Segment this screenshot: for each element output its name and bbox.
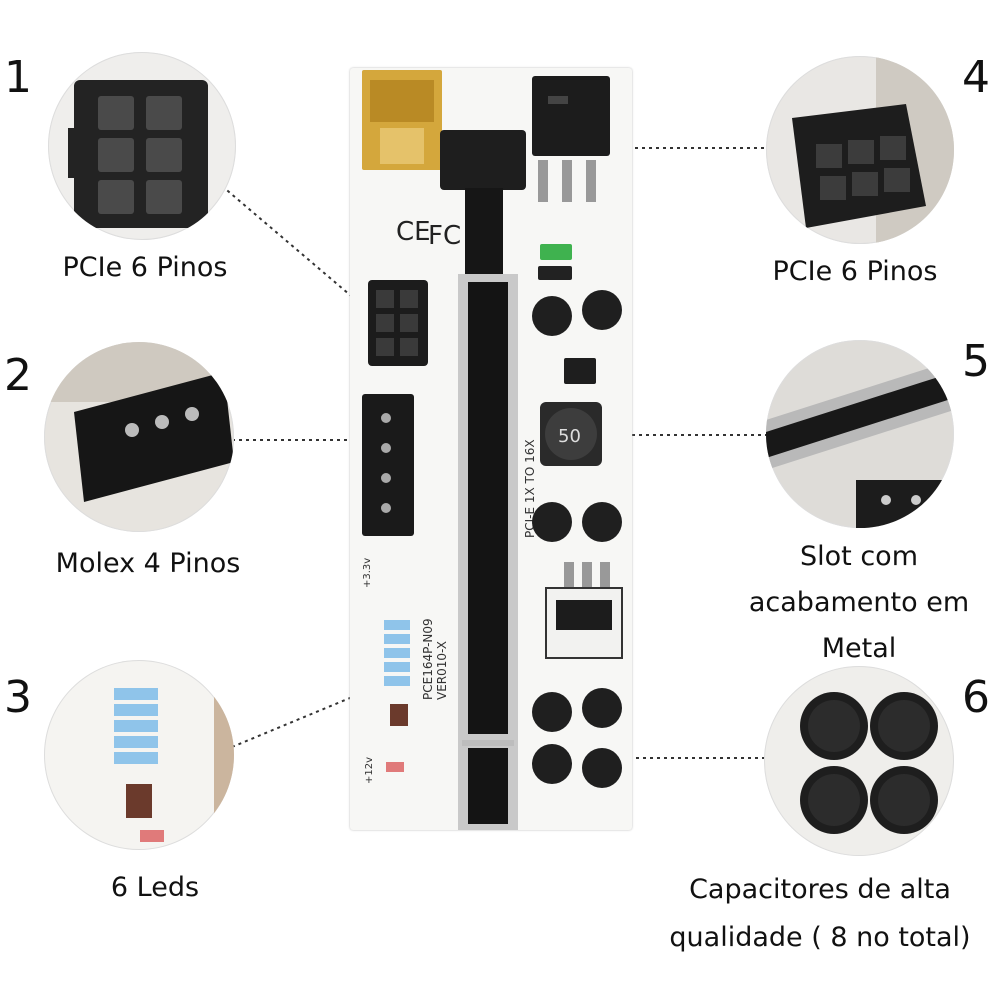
pcie-6pin-board-connector-icon (368, 280, 428, 366)
ce-mark: CE (396, 217, 431, 247)
feature-number-6: 6 (962, 672, 990, 723)
voltage-12-label: +12v (364, 757, 375, 784)
pcie-6pin-connector-photo-right (766, 56, 954, 244)
pcie-x16-slot-icon (458, 274, 518, 830)
feature-number-2: 2 (4, 350, 32, 401)
svg-text:50: 50 (558, 426, 581, 447)
voltage-33-label: +3.3v (362, 558, 373, 588)
pcie-6pin-connector-photo (48, 52, 236, 240)
led-array-icon (384, 620, 410, 686)
feature-label-2: Molex 4 Pinos (55, 548, 241, 579)
usb-port-icon (362, 70, 442, 170)
chip-u1-icon (545, 562, 623, 659)
feature-label-4: PCIe 6 Pinos (772, 256, 938, 287)
chip-u3-icon (390, 704, 408, 726)
capacitors-icon (532, 290, 622, 788)
riser-board: CE FC PCI-E 1X TO 16X (350, 68, 632, 830)
slot-label: PCI-E 1X TO 16X (523, 439, 537, 538)
feature-number-4: 4 (962, 52, 990, 103)
resistor-icon (538, 266, 572, 280)
feature-label-5-line-2: acabamento em (748, 587, 970, 618)
feature-label-1: PCIe 6 Pinos (62, 252, 228, 283)
feature-label-5: Slot com acabamento em Metal (718, 534, 1000, 672)
feature-label-6-line-2: qualidade ( 8 no total) (669, 922, 971, 953)
feature-number-1: 1 (4, 52, 32, 103)
feature-number-3: 3 (4, 672, 32, 723)
model-label-1: PCE164P-N09 (421, 618, 435, 700)
usb-cable-plug-icon (440, 130, 526, 278)
leds-photo (44, 660, 234, 850)
red-led-icon (386, 762, 404, 772)
leader-line-1 (221, 185, 371, 313)
molex-4pin-board-connector-icon (362, 394, 414, 536)
feature-label-6-line-1: Capacitores de alta (689, 874, 951, 905)
molex-4pin-connector-photo (44, 342, 234, 532)
pcie-6pin-top-connector-icon (532, 76, 610, 202)
inductor-icon: 50 (540, 402, 602, 466)
feature-label-6: Capacitores de alta qualidade ( 8 no tot… (650, 866, 990, 962)
pcie-slot-photo (766, 340, 954, 528)
capacitors-photo (764, 666, 954, 856)
green-led-icon (540, 244, 572, 260)
feature-label-5-line-1: Slot com (800, 541, 918, 572)
chip-u2-icon (564, 358, 596, 384)
board-drawing: CE FC PCI-E 1X TO 16X (362, 70, 623, 830)
fc-mark: FC (428, 221, 461, 251)
feature-label-3: 6 Leds (110, 872, 200, 903)
feature-number-5: 5 (962, 336, 990, 387)
model-label-2: VER010-X (435, 641, 449, 700)
feature-label-5-line-3: Metal (821, 633, 897, 664)
